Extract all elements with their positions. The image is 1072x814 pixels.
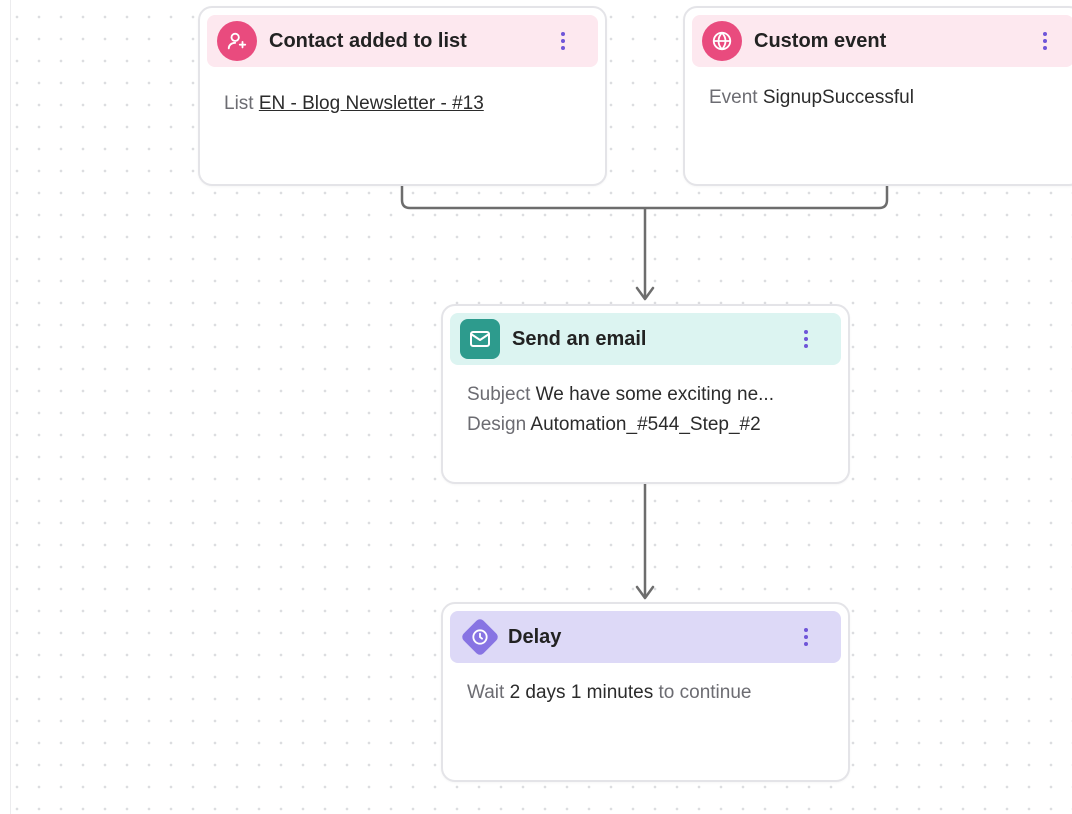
- action-card-email-body: Subject We have some exciting ne... Desi…: [467, 380, 832, 440]
- action-card-email-header: Send an email: [450, 313, 841, 365]
- event-value: SignupSuccessful: [762, 87, 914, 108]
- action-card-delay[interactable]: Delay Wait 2 days 1 minutes to continue: [441, 602, 850, 782]
- canvas-left-border: [10, 0, 11, 814]
- mail-icon: [460, 319, 500, 359]
- list-label: List: [224, 93, 254, 114]
- continue-label: to continue: [658, 682, 752, 703]
- design-value: Automation_#544_Step_#2: [530, 414, 761, 435]
- action-card-delay-body: Wait 2 days 1 minutes to continue: [467, 678, 832, 708]
- connector-contact-to-merge: [400, 186, 645, 210]
- design-label: Design: [467, 414, 527, 435]
- more-options-icon[interactable]: [1036, 29, 1054, 53]
- action-card-send-email[interactable]: Send an email Subject We have some excit…: [441, 304, 850, 484]
- trigger-card-event-title: Custom event: [754, 29, 887, 52]
- trigger-card-contact-title: Contact added to list: [269, 29, 467, 52]
- action-card-delay-title: Delay: [508, 625, 562, 648]
- globe-icon: [702, 21, 742, 61]
- action-card-email-title: Send an email: [512, 327, 647, 350]
- wait-value: 2 days 1 minutes: [509, 682, 654, 703]
- more-options-icon[interactable]: [554, 29, 572, 53]
- action-card-delay-header: Delay: [450, 611, 841, 663]
- trigger-card-contact-header: Contact added to list: [207, 15, 598, 67]
- trigger-card-event-header: Custom event: [692, 15, 1072, 67]
- clock-icon: [460, 617, 500, 657]
- subject-label: Subject: [467, 384, 531, 405]
- more-options-icon[interactable]: [797, 327, 815, 351]
- trigger-card-contact-body: List EN - Blog Newsletter - #13: [224, 89, 589, 119]
- arrowhead-delay: [635, 585, 655, 600]
- trigger-card-event-body: Event SignupSuccessful: [709, 83, 1065, 113]
- connector-event-to-merge: [645, 186, 889, 210]
- more-options-icon[interactable]: [797, 625, 815, 649]
- trigger-card-contact-added[interactable]: Contact added to list List EN - Blog New…: [198, 6, 607, 186]
- wait-label: Wait: [467, 682, 505, 703]
- arrowhead-email: [635, 286, 655, 301]
- event-label: Event: [709, 87, 758, 108]
- subject-value: We have some exciting ne...: [535, 384, 774, 405]
- user-plus-icon: [217, 21, 257, 61]
- list-link[interactable]: EN - Blog Newsletter - #13: [258, 93, 484, 114]
- trigger-card-custom-event[interactable]: Custom event Event SignupSuccessful: [683, 6, 1072, 186]
